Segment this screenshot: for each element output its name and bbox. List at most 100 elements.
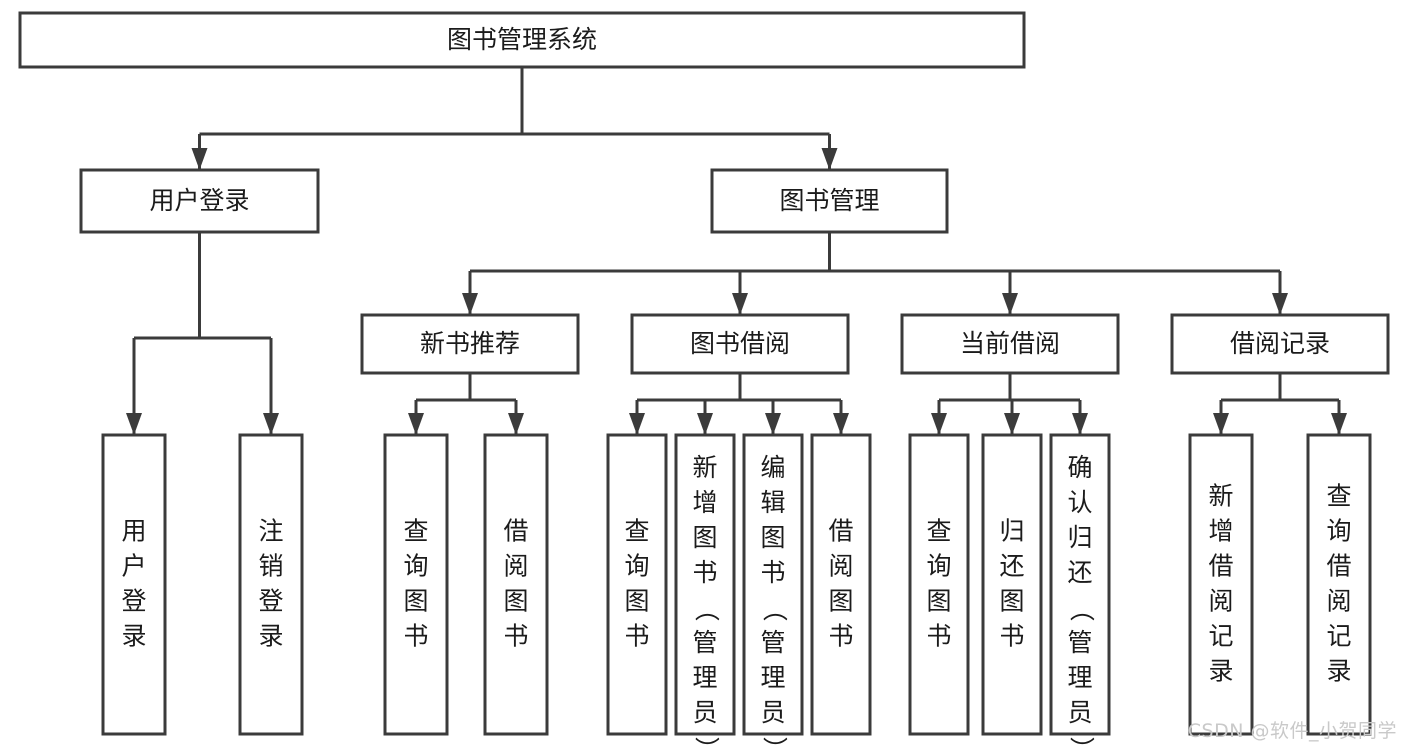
node-box[interactable] [710, 168, 949, 234]
node-box[interactable] [908, 433, 970, 736]
svg-text:新: 新 [1208, 482, 1233, 511]
node-box[interactable] [18, 11, 1026, 69]
arrow-head-icon [1002, 293, 1018, 315]
arrow-head-icon [263, 413, 279, 435]
node-box[interactable] [1188, 433, 1254, 736]
svg-text:员: 员 [1067, 698, 1092, 727]
node-box[interactable] [101, 433, 167, 736]
connector-current-borrow-to-leaves [931, 373, 1088, 435]
svg-text:书: 书 [926, 622, 951, 651]
svg-text:图: 图 [624, 587, 649, 616]
node-borrow-record[interactable]: 借阅记录 [1170, 313, 1390, 375]
svg-text:理: 理 [692, 663, 717, 692]
svg-text:户: 户 [121, 552, 146, 581]
node-box[interactable] [674, 433, 736, 736]
svg-text:图: 图 [828, 587, 853, 616]
svg-text:借: 借 [1326, 552, 1351, 581]
node-leaf-user-login[interactable]: 用户登录 [101, 433, 167, 736]
svg-text:借: 借 [828, 517, 853, 546]
node-label: 图书管理 [779, 186, 879, 215]
node-box[interactable] [1049, 433, 1111, 736]
node-label: 当前借阅 [960, 329, 1060, 358]
node-current-borrow[interactable]: 当前借阅 [900, 313, 1120, 375]
svg-text:）: ） [1067, 736, 1096, 747]
svg-text:（: （ [692, 596, 721, 621]
arrow-head-icon [765, 413, 781, 435]
node-box[interactable] [79, 168, 320, 234]
connector-borrow-record-to-leaves [1213, 373, 1347, 435]
svg-text:登: 登 [121, 587, 146, 616]
node-box[interactable] [630, 313, 850, 375]
node-box[interactable] [1306, 433, 1372, 736]
node-box[interactable] [483, 433, 549, 736]
arrow-head-icon [931, 413, 947, 435]
arrow-head-icon [462, 293, 478, 315]
node-book-borrow[interactable]: 图书借阅 [630, 313, 850, 375]
svg-text:书: 书 [999, 622, 1024, 651]
svg-text:确: 确 [1067, 453, 1092, 482]
node-box[interactable] [742, 433, 804, 736]
node-book-manage[interactable]: 图书管理 [710, 168, 949, 234]
arrow-head-icon [629, 413, 645, 435]
node-box[interactable] [383, 433, 449, 736]
node-box[interactable] [360, 313, 580, 375]
svg-text:）: ） [760, 736, 789, 747]
svg-text:阅: 阅 [828, 552, 853, 581]
svg-text:管: 管 [692, 628, 717, 657]
svg-text:询: 询 [1326, 517, 1351, 546]
arrow-head-icon [697, 413, 713, 435]
node-box[interactable] [606, 433, 668, 736]
arrow-head-icon [508, 413, 524, 435]
svg-text:登: 登 [258, 587, 283, 616]
svg-text:阅: 阅 [1208, 587, 1233, 616]
node-box[interactable] [981, 433, 1043, 736]
svg-text:辑: 辑 [760, 488, 785, 517]
node-root[interactable]: 图书管理系统 [18, 11, 1026, 69]
svg-text:归: 归 [999, 517, 1024, 546]
svg-text:（: （ [1067, 596, 1096, 621]
svg-text:查: 查 [624, 517, 649, 546]
node-box[interactable] [238, 433, 304, 736]
arrow-head-icon [833, 413, 849, 435]
node-new-book-rec[interactable]: 新书推荐 [360, 313, 580, 375]
svg-text:书: 书 [624, 622, 649, 651]
svg-text:借: 借 [1208, 552, 1233, 581]
svg-text:管: 管 [1067, 628, 1092, 657]
connector-layer [126, 67, 1347, 435]
svg-text:还: 还 [999, 552, 1024, 581]
svg-text:阅: 阅 [503, 552, 528, 581]
node-box[interactable] [900, 313, 1120, 375]
node-box[interactable] [1170, 313, 1390, 375]
svg-text:图: 图 [999, 587, 1024, 616]
svg-text:理: 理 [760, 663, 785, 692]
node-label: 用户登录 [149, 186, 249, 215]
svg-text:记: 记 [1326, 622, 1351, 651]
svg-text:认: 认 [1067, 488, 1092, 517]
svg-text:书: 书 [828, 622, 853, 651]
svg-text:图: 图 [760, 523, 785, 552]
node-box[interactable] [810, 433, 872, 736]
arrow-head-icon [1072, 413, 1088, 435]
node-user-login[interactable]: 用户登录 [79, 168, 320, 234]
